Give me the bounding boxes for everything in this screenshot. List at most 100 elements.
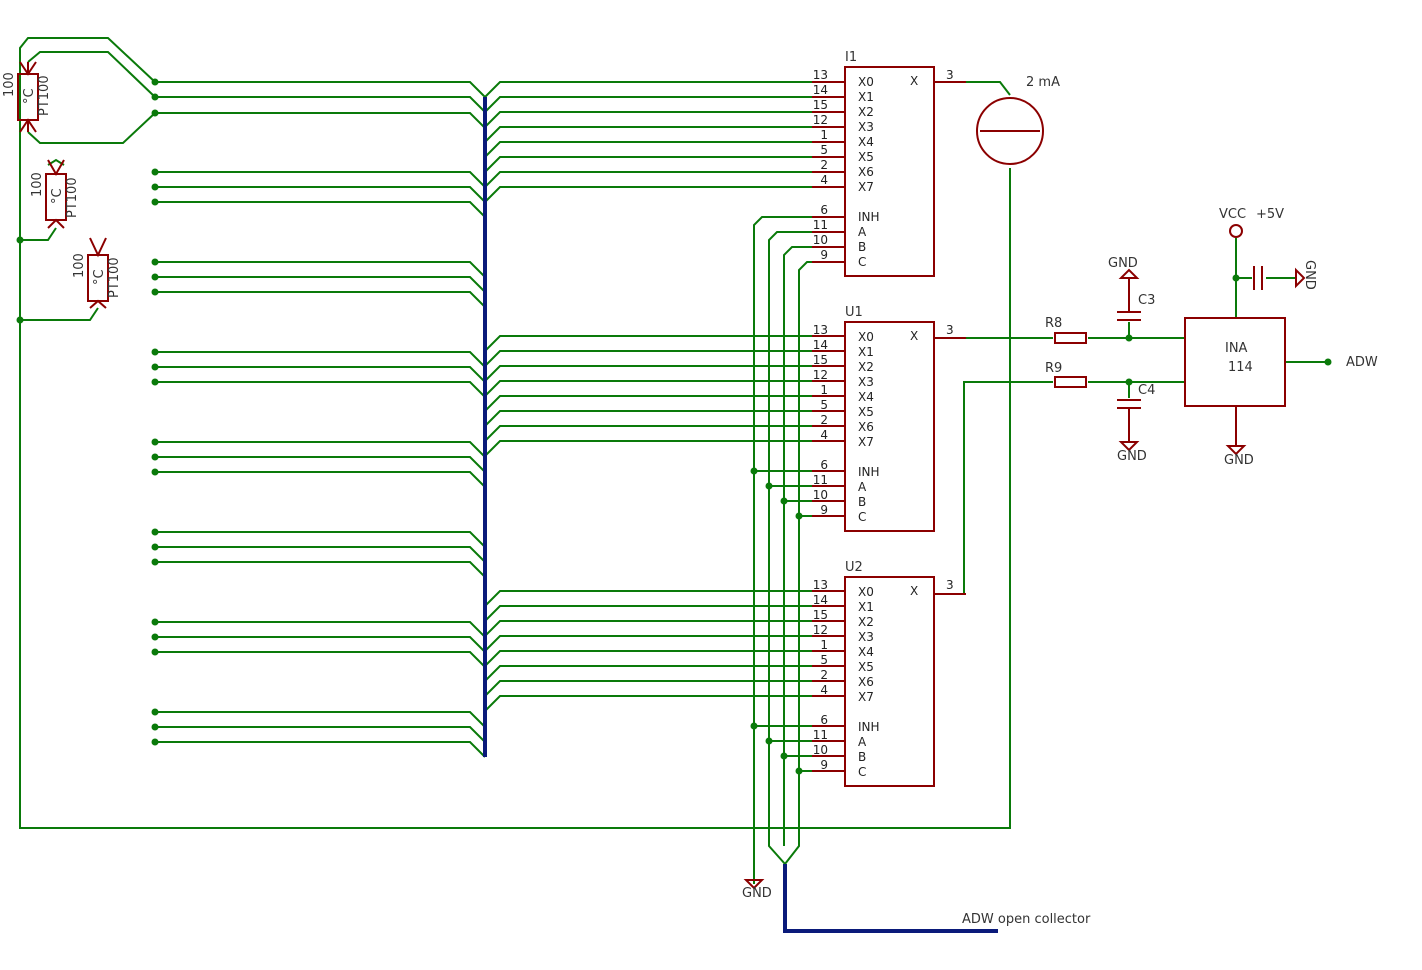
junction-dot [151, 273, 159, 281]
chip-name: U2 [845, 560, 863, 575]
decoupling-capacitor-symbol [1253, 266, 1263, 290]
chip-pin-number: 2 [820, 668, 828, 682]
chip-pin-label: X3 [858, 375, 874, 389]
chip-pin-number: 4 [820, 428, 828, 442]
chip-pin-label: INH [858, 210, 880, 224]
chip-pin-label: B [858, 240, 866, 254]
bus [483, 97, 998, 933]
chip-pin-number: 6 [820, 713, 828, 727]
chip-pin-number: 13 [813, 578, 828, 592]
chip-pin-label: C [858, 765, 866, 779]
chip-bodies [844, 66, 935, 787]
junction-dot [1125, 378, 1133, 386]
sensor-loop-wire [19, 37, 1011, 829]
current-source-label: 2 mA [1026, 75, 1060, 90]
junction-dot [795, 767, 803, 775]
vcc-label: VCC [1219, 207, 1246, 222]
ground-symbol-decoupling [1295, 267, 1306, 289]
junction-dot [151, 558, 159, 566]
junction-dot [16, 236, 24, 244]
chip-pin-number: 2 [820, 158, 828, 172]
ina-model: 114 [1228, 360, 1253, 375]
chip-pin-number: 1 [820, 383, 828, 397]
ground-label-c4: GND [1117, 449, 1147, 464]
junction-dot [750, 722, 758, 730]
junction-dot [151, 109, 159, 117]
chip-pin-number: 12 [813, 623, 828, 637]
sensor-2-value: 100 [30, 172, 45, 197]
chip-pin-number: 10 [813, 488, 828, 502]
chip-output-label: X [910, 329, 918, 343]
junction-dot [750, 467, 758, 475]
i1-output-wire [934, 81, 1011, 96]
pt100-sensor-3 [87, 237, 109, 309]
junction-dot [765, 482, 773, 490]
junction-dot [1125, 334, 1133, 342]
vcc-terminal [1229, 224, 1243, 238]
chip-pin-number: 15 [813, 98, 828, 112]
junction-dot [151, 633, 159, 641]
adw-net-label: ADW [1346, 355, 1378, 370]
sensor-2-type: PT100 [65, 177, 80, 218]
sensor-1-type: PT100 [37, 75, 52, 116]
resistor-r8-label: R8 [1045, 316, 1062, 331]
junction-dot [780, 497, 788, 505]
junction-dot [151, 93, 159, 101]
chip-u2-body [844, 576, 935, 787]
ground-symbol-ina [1225, 445, 1247, 456]
component-labels: 2 mA R8 R9 C3 C4 INA 114 VCC +5V GND GND… [2, 72, 1378, 927]
junction-dot [151, 723, 159, 731]
chip-pin-label: X0 [858, 75, 874, 89]
chip-pin-label: C [858, 510, 866, 524]
chip-pin-number: 14 [813, 83, 828, 97]
resistor-r9-label: R9 [1045, 361, 1062, 376]
chip-pin-label: B [858, 750, 866, 764]
chip-pin-label: A [858, 225, 867, 239]
junction-dot [151, 528, 159, 536]
input-lines [155, 81, 486, 758]
junction-dot [151, 198, 159, 206]
capacitor-c3-label: C3 [1138, 293, 1155, 308]
chip-pin-stubs [812, 81, 966, 772]
chip-pin-label: X4 [858, 390, 874, 404]
sensor-1-value: 100 [2, 72, 17, 97]
chip-pin-number: 9 [820, 503, 828, 517]
junction-dot [151, 708, 159, 716]
chip-output-label: X [910, 74, 918, 88]
sensor-3-unit: °C [92, 269, 107, 285]
chip-pin-number: 5 [820, 398, 828, 412]
chip-u1-body [844, 321, 935, 532]
chip-pin-label: X6 [858, 165, 874, 179]
adw-open-collector-label: ADW open collector [962, 912, 1091, 927]
chip-pin-number: 1 [820, 128, 828, 142]
ina-name: INA [1225, 341, 1248, 356]
junction-dot [765, 737, 773, 745]
chip-pin-label: X1 [858, 345, 874, 359]
capacitor-c4-label: C4 [1138, 383, 1155, 398]
ground-symbol-c3 [1118, 268, 1140, 292]
chip-pin-number: 1 [820, 638, 828, 652]
chip-pin-number: 14 [813, 338, 828, 352]
chip-pin-label: X7 [858, 435, 874, 449]
chip-pin-number: 13 [813, 323, 828, 337]
chip-pin-label: X6 [858, 420, 874, 434]
junction-dot [151, 78, 159, 86]
junction-dot [151, 738, 159, 746]
junction-dot [151, 258, 159, 266]
chip-pin-number: 9 [820, 758, 828, 772]
chip-pin-label: X0 [858, 330, 874, 344]
sensor-wire [20, 307, 99, 321]
current-source-symbol [976, 97, 1044, 165]
chip-pin-label: X5 [858, 660, 874, 674]
junction-dot [151, 348, 159, 356]
resistor-r8-symbol [1054, 332, 1087, 344]
ground-label-ina: GND [1224, 453, 1254, 468]
chip-output-pin: 3 [946, 578, 954, 592]
junction-dot [795, 512, 803, 520]
ground-symbol-c4 [1118, 441, 1140, 452]
control-lines [753, 216, 842, 884]
chip-pin-number: 12 [813, 113, 828, 127]
chip-pin-label: A [858, 480, 867, 494]
bus-to-u2 [484, 590, 842, 712]
